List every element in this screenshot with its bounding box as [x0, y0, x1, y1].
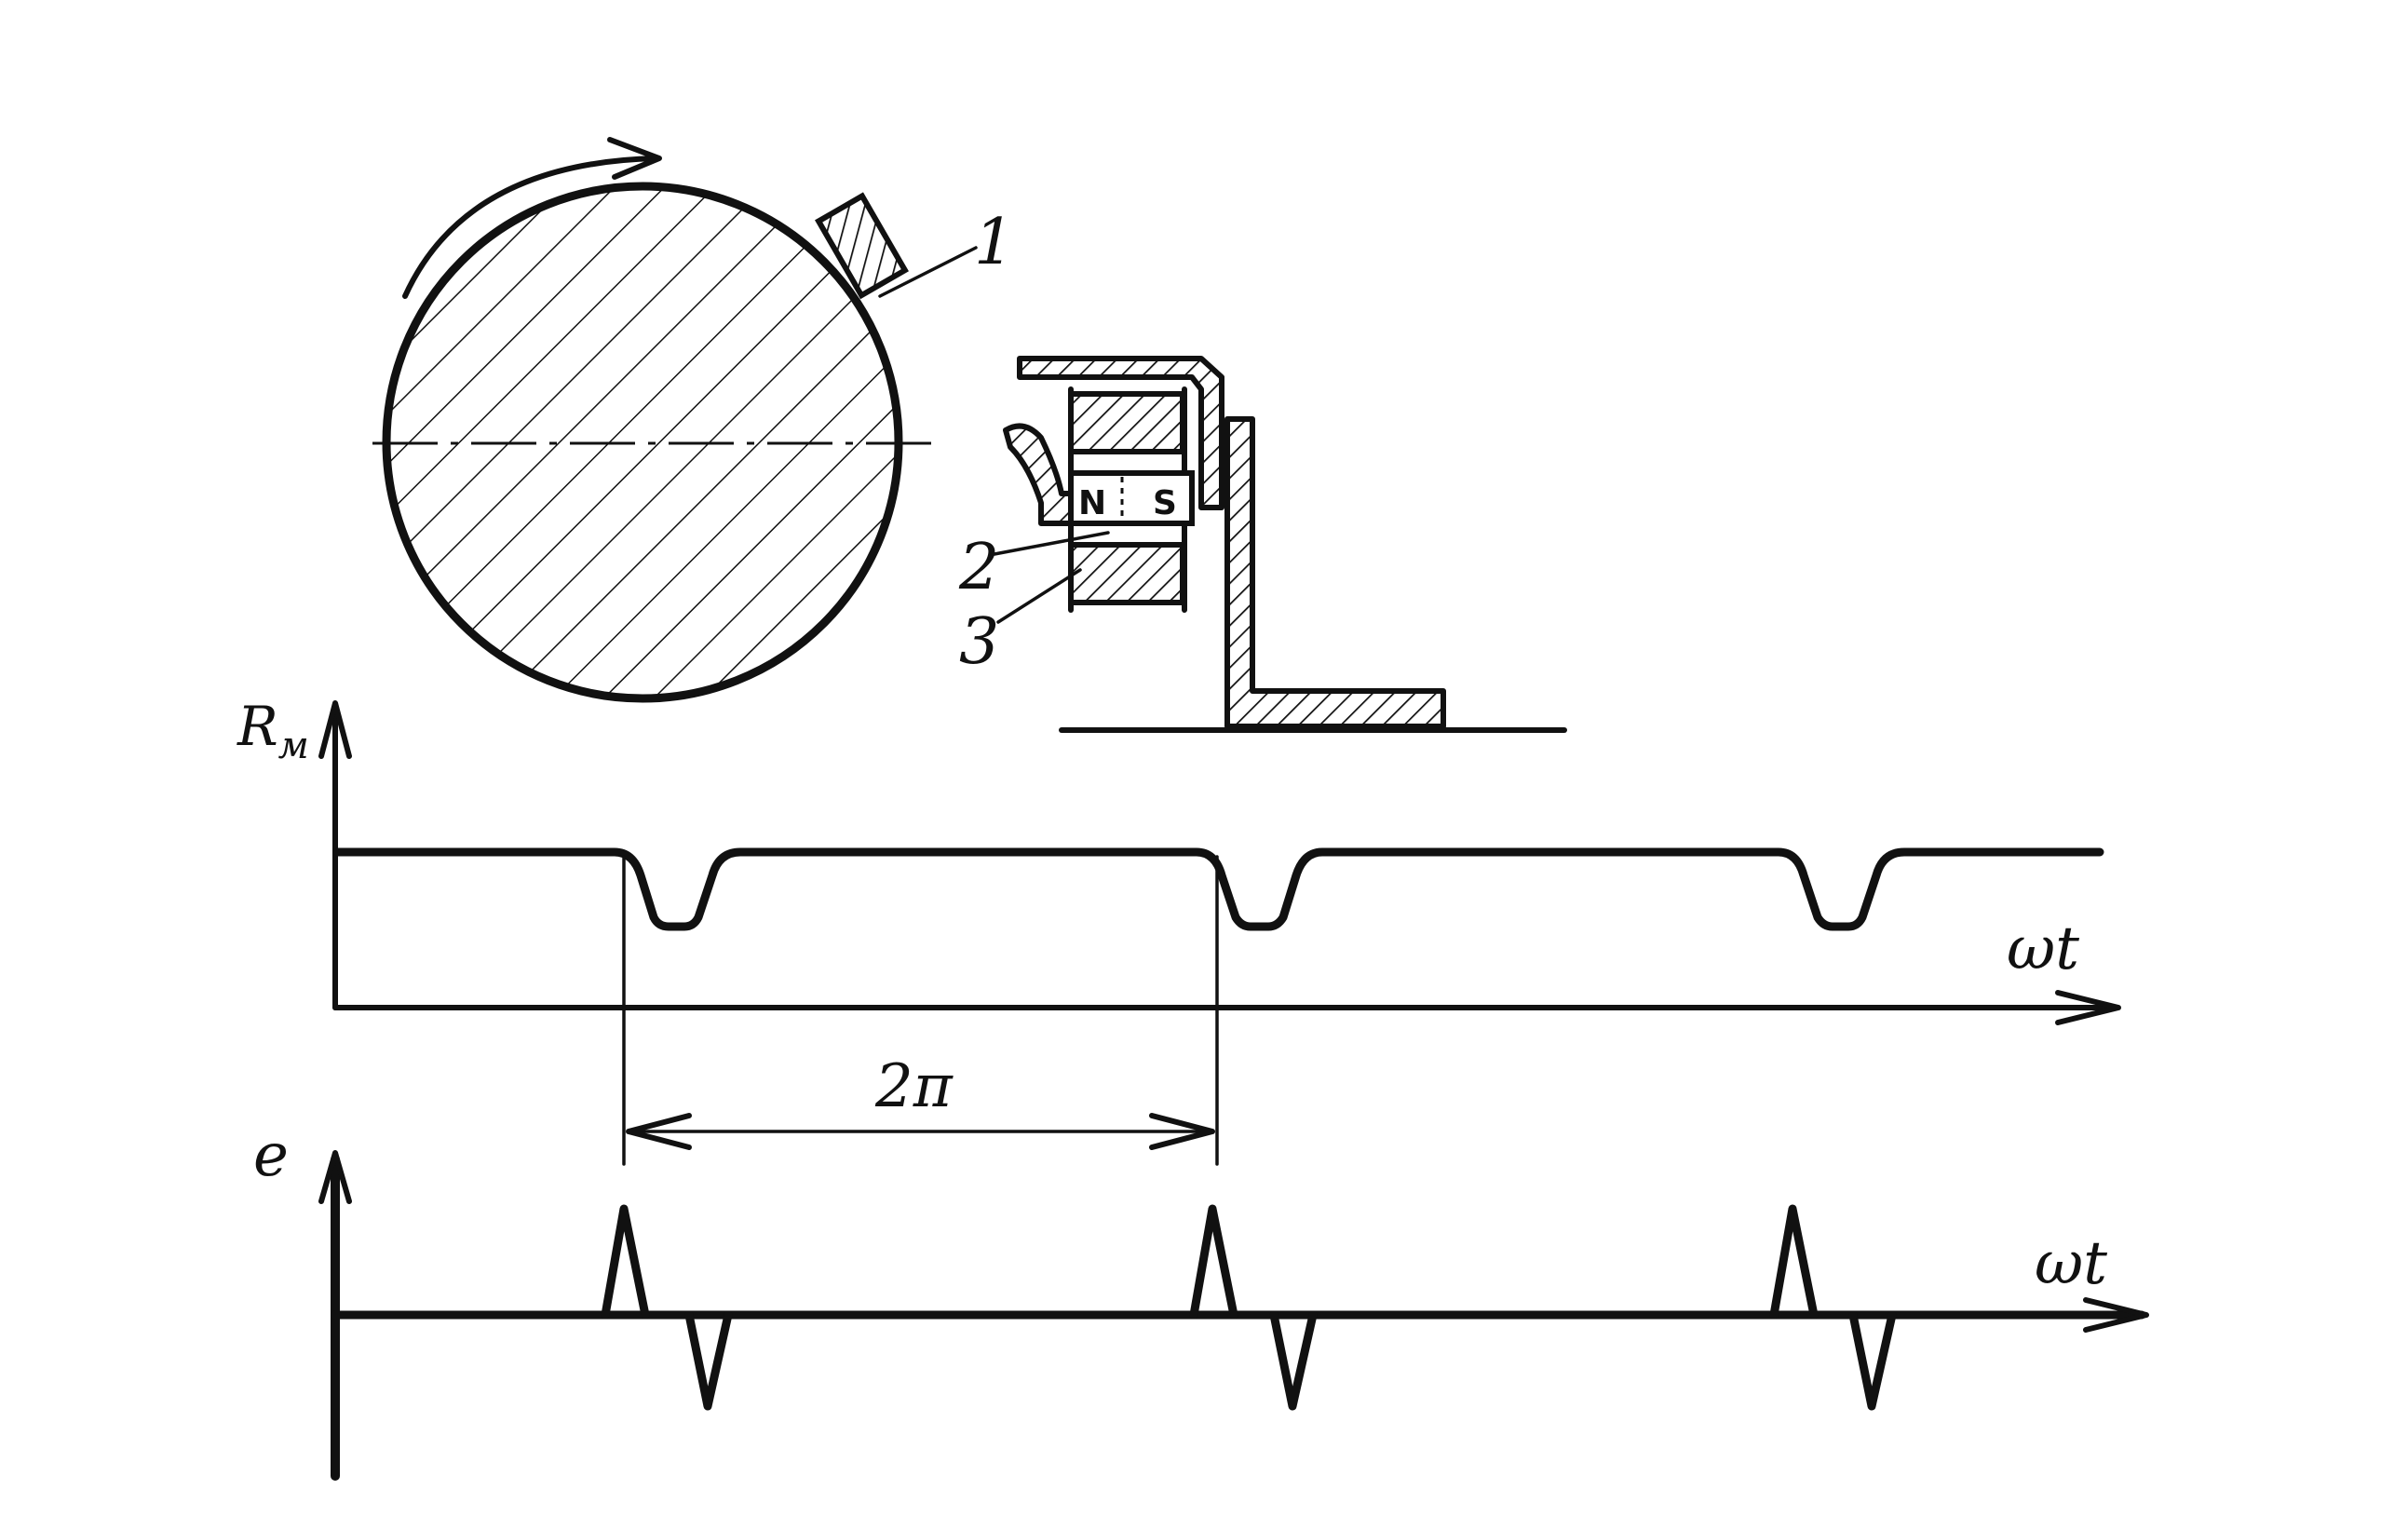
period-left-arrowhead-icon: [626, 1113, 692, 1150]
reluctance-x-arrowhead-icon: [2055, 990, 2121, 1025]
callout-1-leader: [878, 246, 978, 298]
callout-3-leader: [996, 568, 1082, 624]
callout-2-leader: [993, 531, 1110, 556]
emf-x-label: ωt: [2035, 1229, 2107, 1298]
emf-pulse-3: [1769, 1204, 1897, 1411]
pole-piece: [1003, 423, 1074, 526]
emf-graph: e ωt: [253, 1121, 2149, 1481]
callout-3-label: 3: [959, 605, 999, 679]
reluctance-graph: Rм ωt: [237, 695, 2121, 1025]
pickup-sensor: N S: [1003, 356, 1567, 733]
coil-lower: [1068, 542, 1185, 605]
period-label: 2π: [874, 1052, 954, 1121]
reluctance-curve: [333, 847, 2104, 931]
emf-pulse-2: [1189, 1204, 1318, 1411]
emf-y-label: e: [253, 1121, 289, 1190]
magnet-north-label: N: [1078, 484, 1106, 522]
callout-2-label: 2: [958, 531, 999, 604]
reluctance-y-arrowhead-icon: [318, 700, 352, 759]
callout-1-label: 1: [974, 206, 1014, 279]
reluctance-x-label: ωt: [2007, 914, 2079, 983]
rotation-arrowhead-icon: [607, 137, 662, 180]
magnet-south-label: S: [1153, 484, 1177, 522]
coil-upper: [1068, 391, 1185, 454]
reluctance-y-label: Rм: [237, 695, 309, 767]
period-marker: 2π: [622, 855, 1219, 1166]
period-right-arrowhead-icon: [1149, 1113, 1215, 1150]
permanent-magnet: [1068, 470, 1195, 526]
mounting-bracket: [1224, 416, 1446, 729]
emf-pulse-1: [601, 1204, 733, 1411]
rotation-arrow-icon: [402, 156, 659, 299]
emf-y-arrowhead-icon: [318, 1150, 352, 1204]
emf-x-arrowhead-icon: [2083, 1297, 2149, 1333]
rotating-disc: [372, 182, 931, 703]
tooth: [815, 192, 909, 300]
